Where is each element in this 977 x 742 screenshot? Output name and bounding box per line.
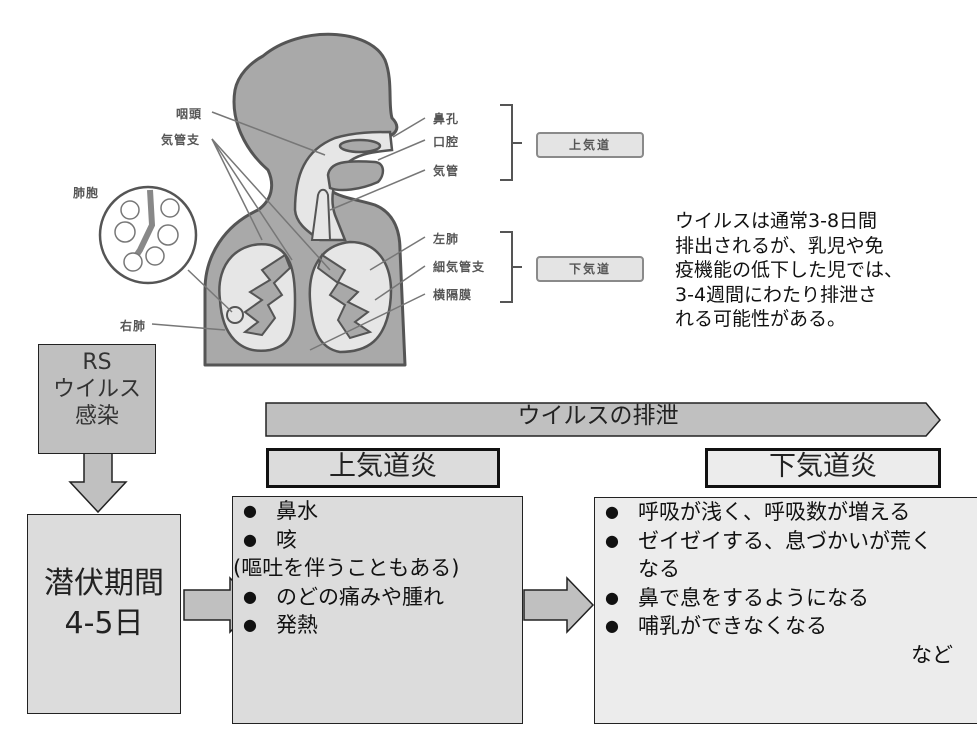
etc-suffix: など (911, 642, 953, 667)
symptom-text: のどの痛みや腫れ (276, 584, 444, 609)
lower-symptoms-box: ● 呼吸が浅く、呼吸数が増える ● ゼイゼイする、息づかいが荒くなる ● 鼻で息… (594, 497, 977, 724)
label-oral-cavity: 口腔 (433, 135, 460, 149)
shedding-arrow-bar (265, 402, 941, 437)
trachea-shape (310, 188, 332, 241)
symptom-item: ● ゼイゼイする、息づかいが荒くなる (605, 527, 977, 584)
upper-respiratory-inflammation-header: 上気道炎 (266, 448, 500, 488)
symptom-item: ● 鼻で息をするようになる (605, 584, 977, 613)
down-arrow (68, 454, 128, 514)
symptom-text: 鼻水 (276, 499, 318, 523)
label-pharynx: 咽頭 (176, 107, 203, 121)
symptom-text: 咳 (276, 527, 297, 552)
symptom-item: ● のどの痛みや腫れ (243, 583, 522, 612)
symptom-text: 発熱 (276, 613, 318, 637)
tag-upper-airway: 上気道 (536, 132, 644, 158)
symptom-text: 鼻で息をするようになる (638, 585, 869, 610)
bullet-icon: ● (605, 530, 619, 550)
symptom-text: 哺乳ができなくなる (638, 614, 827, 638)
shedding-note: ウイルスは通常3-8日間 排出されるが、乳児や免 疫機能の低下した児では、 3-… (675, 209, 965, 332)
label-trachea: 気管 (433, 164, 460, 178)
symptom-note: (嘔吐を伴うこともある) (233, 556, 460, 580)
bullet-icon: ● (243, 501, 257, 520)
label-bronchioles: 細気管支 (433, 260, 486, 274)
infection-line: 感染 (74, 404, 119, 429)
left-bronchial-tree (316, 253, 373, 340)
incubation-title: 潜伏期間 (44, 566, 164, 601)
note-line: 疫機能の低下した児では、 (675, 259, 904, 281)
bullet-icon: ● (243, 615, 257, 634)
infection-line: ウイルス (52, 377, 141, 402)
note-line: 3-4週間にわたり排泄さ (675, 283, 878, 306)
bullet-icon: ● (605, 502, 619, 521)
symptom-text: 呼吸が浅く、呼吸数が増える (638, 500, 911, 524)
label-diaphragm: 横隔膜 (433, 288, 473, 302)
label-nostril: 鼻孔 (433, 112, 460, 126)
symptom-item: ● 哺乳ができなくなる (605, 612, 977, 641)
nasal-cavity (338, 138, 382, 154)
upper-symptoms-box: ● 鼻水 ● 咳 (嘔吐を伴うこともある) ● のどの痛みや腫れ ● 発熱 (232, 496, 523, 724)
oral-cavity (326, 160, 385, 192)
bullet-icon: ● (605, 616, 619, 635)
tag-lower-airway: 下気道 (536, 256, 644, 282)
symptom-item: ● 呼吸が浅く、呼吸数が増える (605, 498, 977, 527)
right-arrow-2 (523, 576, 595, 634)
right-bronchial-tree (242, 253, 292, 337)
lower-respiratory-inflammation-header: 下気道炎 (705, 448, 941, 488)
incubation-days: 4-5日 (64, 606, 144, 641)
infection-line: RS (82, 350, 112, 375)
note-line: 排出されるが、乳児や免 (675, 234, 884, 257)
label-alveoli: 肺胞 (73, 186, 100, 200)
incubation-period-box: 潜伏期間 4-5日 (27, 514, 181, 714)
bullet-icon: ● (243, 586, 257, 606)
alveolus-highlight (226, 306, 244, 324)
note-line: れる可能性がある。 (675, 308, 847, 330)
label-right-lung: 右肺 (120, 319, 147, 333)
rsv-infection-box: RS ウイルス 感染 (38, 344, 156, 454)
symptom-text: ゼイゼイする、息づかいが荒くなる (638, 528, 932, 582)
bullet-icon: ● (605, 587, 619, 607)
virus-shedding-label: ウイルスの排泄 (517, 403, 679, 429)
symptom-item: ● 鼻水 (243, 497, 522, 526)
label-bronchi: 気管支 (161, 133, 201, 147)
note-line: ウイルスは通常3-8日間 (675, 210, 878, 232)
bullet-icon: ● (243, 529, 257, 549)
symptom-item: ● 咳 (243, 526, 522, 555)
label-left-lung: 左肺 (433, 232, 460, 246)
symptom-item: ● 発熱 (243, 611, 522, 640)
